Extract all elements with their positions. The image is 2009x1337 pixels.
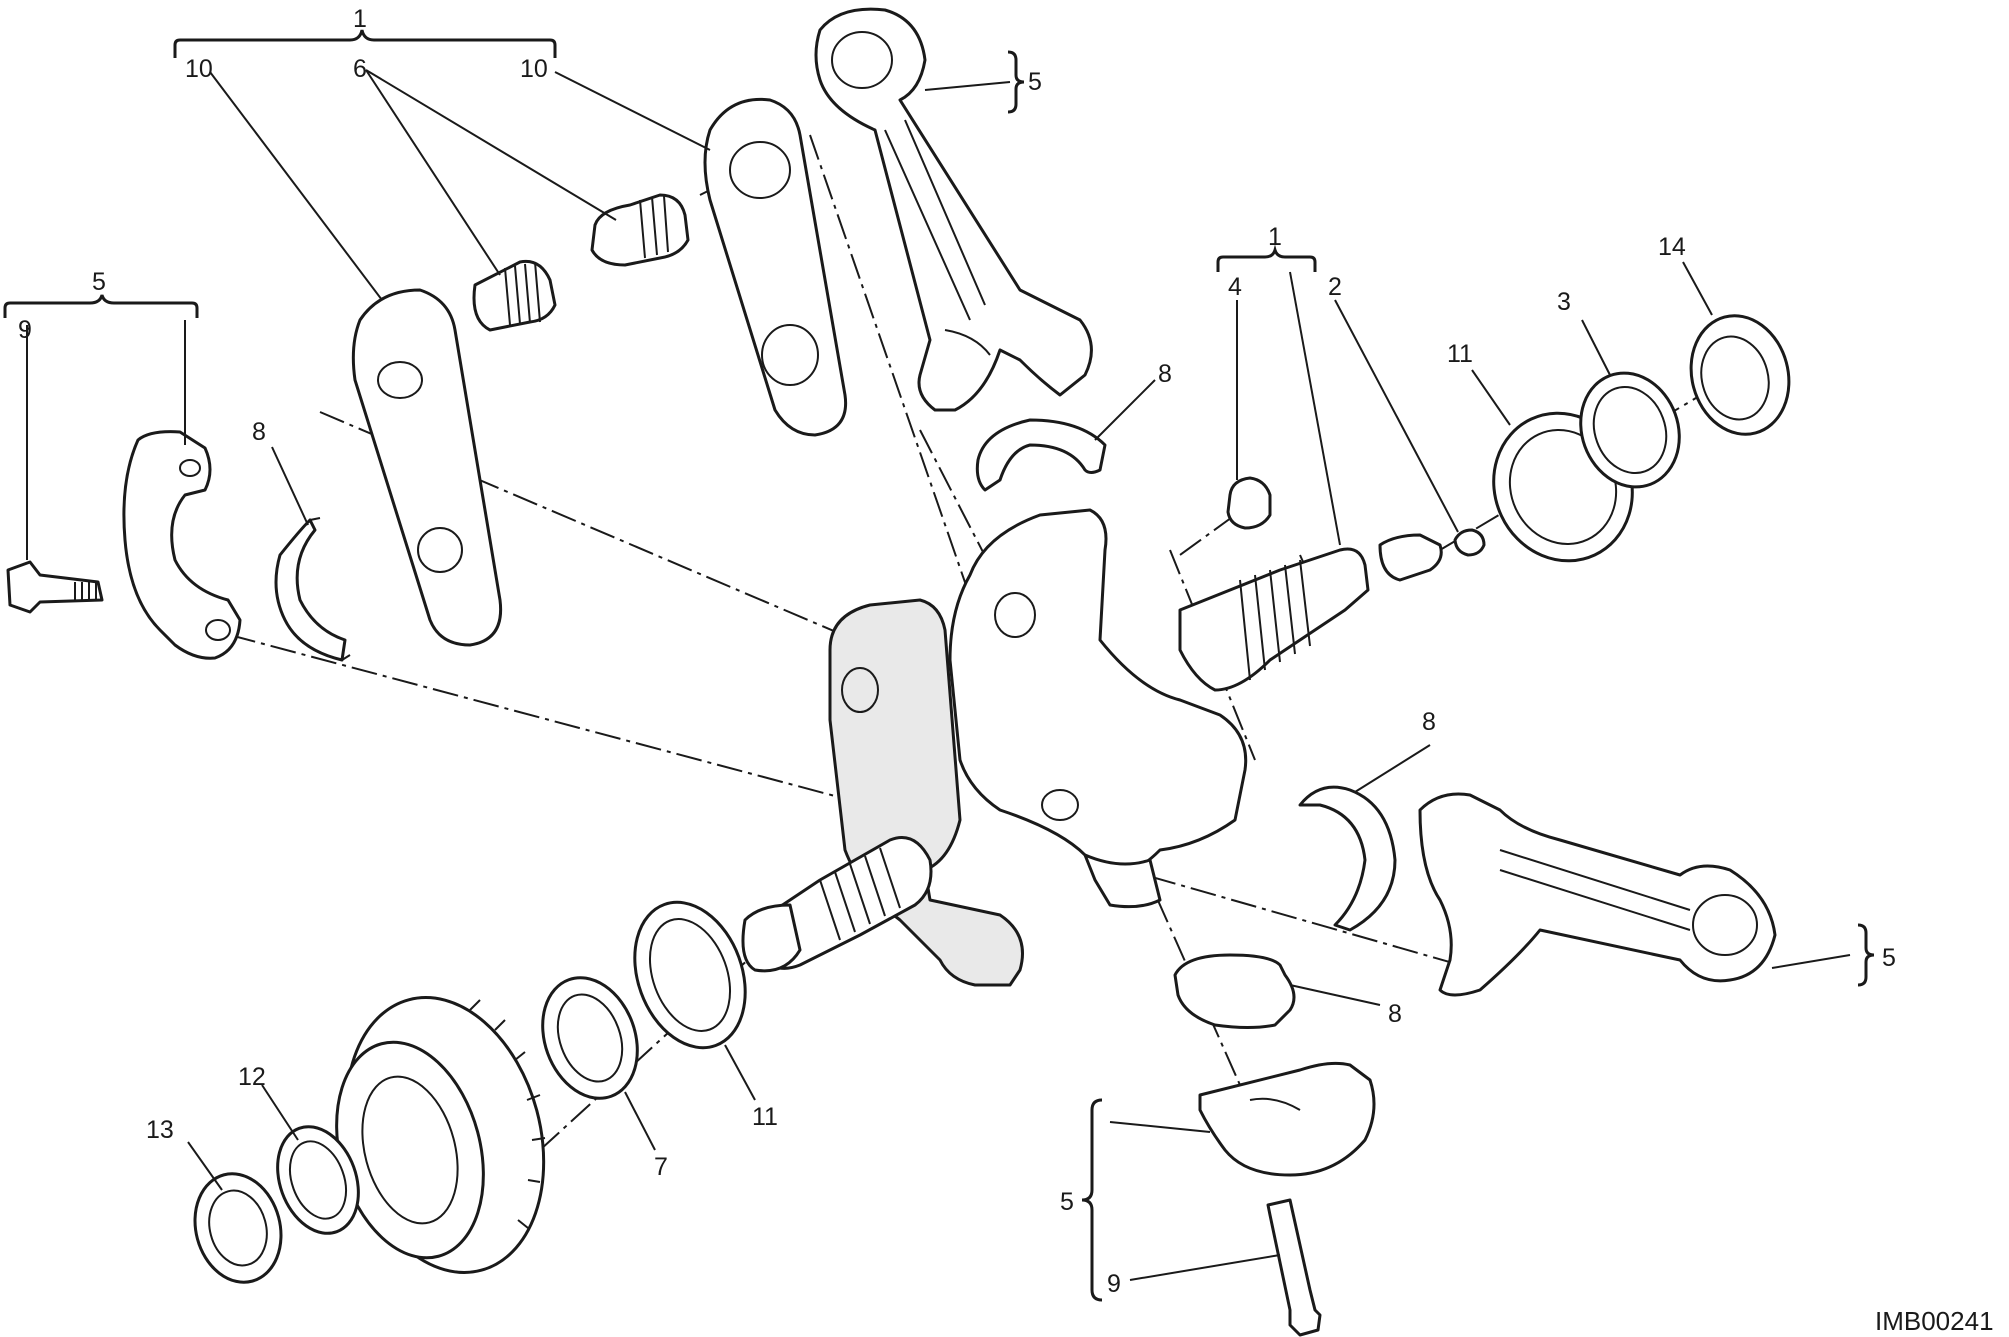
callout-labels: 1 10 6 10 5 5 9 8 1 4 2 14 3 11 8 8 5 8 …	[18, 5, 1896, 1298]
connecting-rod-bolt-bottom	[1266, 1198, 1322, 1337]
callout-5-bottom: 5	[1060, 1188, 1074, 1216]
bearing-shell-left	[274, 517, 351, 662]
ring-nut-13	[193, 1172, 283, 1284]
group-braces	[3, 29, 1875, 1302]
callout-8-right: 8	[1422, 708, 1436, 736]
callout-10-right: 10	[520, 55, 548, 83]
crankshaft	[741, 508, 1443, 987]
callout-5-top: 5	[1028, 68, 1042, 96]
callout-9-bottom: 9	[1107, 1270, 1121, 1298]
callout-7: 7	[654, 1153, 668, 1181]
plug-right	[590, 193, 690, 267]
callout-4: 4	[1228, 273, 1242, 301]
callout-5-right: 5	[1882, 944, 1896, 972]
callout-11-front: 11	[752, 1103, 778, 1131]
callout-8-bottom: 8	[1388, 1000, 1402, 1028]
washer-12	[276, 1125, 360, 1235]
callout-8-top: 8	[1158, 360, 1172, 388]
callout-1-top: 1	[353, 5, 367, 33]
ring-nut-14	[1689, 314, 1791, 436]
callout-6: 6	[353, 55, 367, 83]
callout-3: 3	[1557, 288, 1571, 316]
callout-13: 13	[146, 1116, 174, 1144]
callout-2: 2	[1328, 273, 1342, 301]
callout-8-left: 8	[252, 418, 266, 446]
callout-10-left: 10	[185, 55, 213, 83]
bearing-shell-right	[1298, 785, 1397, 932]
callout-5-left: 5	[92, 268, 106, 296]
connecting-rod-cap-bottom	[1198, 1061, 1376, 1177]
main-bearing-cap	[122, 430, 242, 660]
callout-9-left: 9	[18, 316, 32, 344]
callout-11-rear: 11	[1447, 340, 1473, 368]
oil-plate-right	[703, 97, 848, 437]
plug-left	[472, 259, 557, 332]
connecting-rod-top	[814, 7, 1093, 412]
callout-12: 12	[238, 1063, 266, 1091]
washer-3	[1579, 371, 1681, 489]
callout-14: 14	[1658, 233, 1686, 261]
oil-plug	[1226, 476, 1272, 530]
connecting-rod-right	[1418, 792, 1777, 997]
shim-11-front	[633, 900, 747, 1050]
washer-7	[541, 976, 639, 1100]
connecting-rod-bolt-left	[6, 560, 104, 614]
leader-lines	[26, 69, 1851, 1281]
oil-plate-left	[351, 288, 503, 647]
diagram-reference-code: IMB00241	[1875, 1306, 1994, 1336]
primary-drive-gear	[335, 996, 546, 1274]
plug-small	[1453, 528, 1486, 557]
bearing-shell-bottom	[1173, 953, 1296, 1029]
bearing-shell-top	[975, 418, 1107, 492]
callout-1-right: 1	[1268, 223, 1282, 251]
